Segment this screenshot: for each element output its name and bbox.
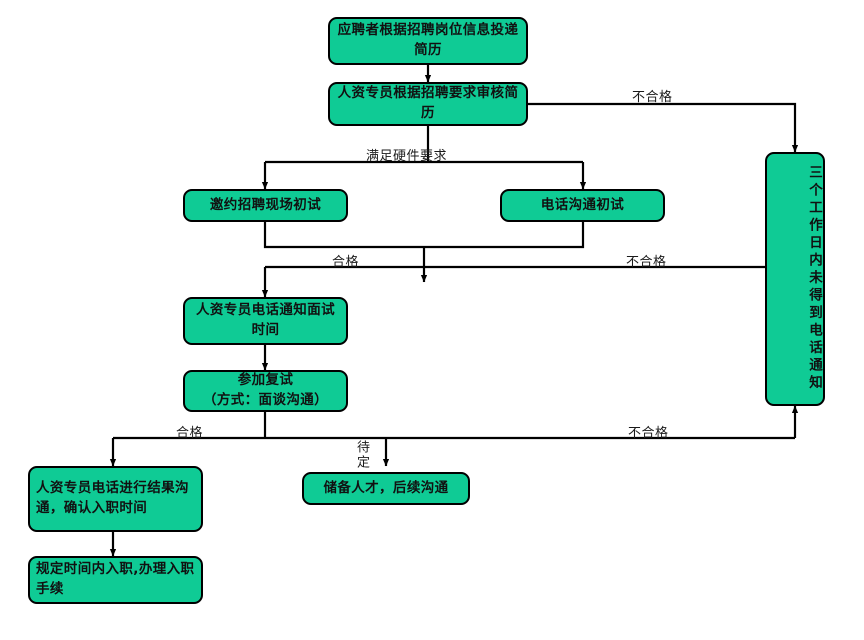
node-onboard-label: 规定时间内入职,办理入职手续	[36, 561, 195, 597]
node-apply[interactable]: 应聘者根据招聘岗位信息投递简历	[328, 17, 528, 65]
edge-label-first-pass: 合格	[332, 255, 360, 270]
node-phone-label: 电话沟通初试	[540, 196, 625, 213]
node-screen[interactable]: 人资专员根据招聘要求审核简历	[328, 82, 528, 126]
node-onboarding[interactable]: 规定时间内入职,办理入职手续	[28, 556, 203, 604]
edge-label-second-fail: 不合格	[628, 426, 669, 441]
node-nocall-label: 三个工作日内未得到电话通知	[806, 165, 822, 393]
node-notify-label: 人资专员电话通知面试时间	[196, 302, 335, 338]
node-apply-label: 应聘者根据招聘岗位信息投递简历	[337, 22, 519, 58]
edge-label-first-fail: 不合格	[626, 255, 667, 270]
node-second-interview[interactable]: 参加复试 （方式：面谈沟通）	[183, 370, 348, 412]
node-talent-pool[interactable]: 储备人才，后续沟通	[302, 472, 470, 505]
node-talentpool-label: 储备人才，后续沟通	[323, 479, 449, 496]
node-no-call-within-three-days[interactable]: 三个工作日内未得到电话通知	[765, 152, 825, 406]
edge-screen-fail-to-nocall	[528, 102, 799, 153]
node-screen-label: 人资专员根据招聘要求审核简历	[337, 85, 519, 121]
edge-label-second-pass: 合格	[176, 426, 204, 441]
node-result-communication[interactable]: 人资专员电话进行结果沟通，确认入职时间	[28, 466, 203, 532]
node-notify-interview-time[interactable]: 人资专员电话通知面试时间	[183, 297, 348, 345]
node-phone-first-interview[interactable]: 电话沟通初试	[500, 189, 665, 222]
node-second-label: 参加复试 （方式：面谈沟通）	[202, 372, 329, 408]
edge-label-pending: 待定	[354, 440, 369, 470]
edge-first-merge-bar	[263, 222, 585, 249]
node-onsite-first-interview[interactable]: 邀约招聘现场初试	[183, 189, 348, 222]
edge-label-screen-fail: 不合格	[632, 90, 673, 105]
node-result-label: 人资专员电话进行结果沟通，确认入职时间	[36, 480, 189, 516]
edge-label-meet-hardware: 满足硬件要求	[366, 149, 448, 164]
node-onsite-label: 邀约招聘现场初试	[209, 196, 322, 213]
